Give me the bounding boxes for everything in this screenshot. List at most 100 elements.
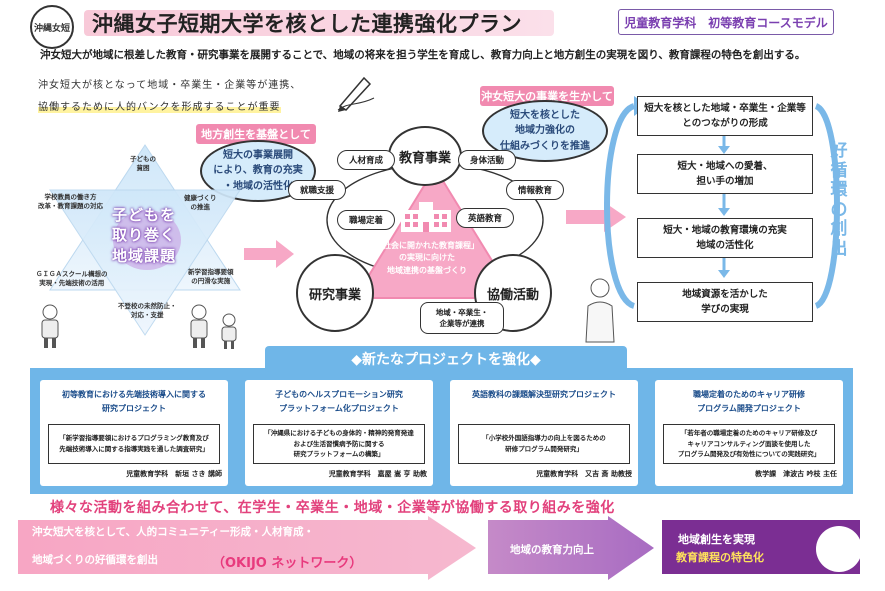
- project-card-box-line-3: 研究プラットフォームの構築」: [293, 450, 385, 459]
- flow-box-2-line-2: 担い手の増加: [696, 176, 754, 187]
- flow-box-1-line-1: 短大を核とした地域・卒業生・企業等: [644, 102, 806, 114]
- right-callout-bubble: 短大を核とした 地域力強化の 仕組みづくりを推進: [482, 100, 608, 162]
- flow-box-1-line-2: とのつながりの形成: [682, 118, 768, 129]
- star-center-text: 子どもを 取り巻く 地域課題: [112, 205, 176, 266]
- project-card-title: 初等教育における先端技術導入に関する 研究プロジェクト: [40, 388, 228, 415]
- circle-research: 研究事業: [296, 254, 374, 332]
- star-label-upper-right: 健康づくり の推進: [184, 194, 217, 212]
- flow-box-2-line-1: 短大・地域への愛着、: [677, 160, 773, 172]
- star-center-line-3: 地域課題: [112, 246, 177, 265]
- intro-text: 沖女短大が地域に根差した教育・研究事業を展開することで、地域の将来を担う学生を育…: [40, 49, 806, 61]
- star-center-line-2: 取り巻く: [112, 226, 177, 245]
- project-card-author: 教学課 津波古 吟枝 主任: [755, 470, 837, 478]
- handwriting-line-1: 沖女短大が核となって地域・卒業生・企業等が連携、: [38, 80, 302, 91]
- project-card-title-line-1: 初等教育における先端技術導入に関する: [62, 390, 206, 399]
- star-label-lower-right: 新学習指導要領 の円滑な実施: [188, 268, 234, 286]
- project-card-author: 児童教育学科 又吉 斎 助教授: [536, 470, 632, 478]
- flow-box-3-line-1: 短大・地域の教育環境の充実: [663, 224, 787, 236]
- child-figure-icon: [221, 313, 237, 349]
- project-card-box-line-2: 先端技術導入に関する指導実践を通した調査研究」: [59, 445, 209, 453]
- page-title: 沖縄女子短期大学を核とした連携強化プラン: [92, 12, 522, 36]
- project-card-box-line-2: 研修プログラム開発研究」: [505, 445, 583, 453]
- flow-box-4-line-1: 地域資源を活かした: [682, 288, 768, 300]
- star-label-lower-left: ＧＩＧＡスクール構想の 実現・先端技術の活用: [36, 270, 108, 288]
- project-card-box: 「沖縄県における子どもの身体的・精神的発育発達 および生活習慣病予防に関する 研…: [253, 424, 425, 464]
- left-callout-line-2: により、教育の充実: [213, 165, 303, 177]
- project-card-title-line-1: 英語教科の課題解決型研究プロジェクト: [472, 390, 616, 399]
- star-label-top: 子どもの 貧困: [130, 155, 156, 173]
- collab-caption-line-1: 地域・卒業生・: [435, 307, 489, 317]
- project-card-title-line-1: 子どものヘルスプロモーション研究: [275, 390, 403, 399]
- arrow-icon: [244, 240, 294, 268]
- child-figure-icon: [190, 304, 208, 348]
- dept-tag: 児童教育学科 初等教育コースモデル: [618, 9, 834, 35]
- arrow-icon: [566, 202, 626, 232]
- project-card-title-line-2: 研究プロジェクト: [102, 403, 166, 413]
- pill-teichaku: 職場定着: [337, 210, 395, 230]
- star-center-line-1: 子どもを: [112, 206, 177, 224]
- goal-line-1: 地域創生を実現: [678, 533, 755, 546]
- flow-box-4-line-2: 学びの実現: [701, 304, 749, 315]
- collab-caption-line-2: 企業等が連携: [439, 319, 485, 328]
- project-card-box-line-1: 「若年者の職場定着のためのキャリア研修及び: [680, 428, 818, 437]
- project-card-title-line-2: プラットフォーム化プロジェクト: [279, 403, 399, 413]
- project-card-title: 職場定着のためのキャリア研修 プログラム開発プロジェクト: [655, 388, 843, 415]
- project-card-box-line-2: キャリアコンサルティング面談を使用した: [687, 439, 811, 448]
- arrow1-line-2: 地域づくりの好循環を創出: [32, 554, 158, 566]
- person-figure-icon: [585, 278, 615, 343]
- left-callout-line-1: 短大の事業展開: [223, 149, 293, 161]
- arrow2-text: 地域の教育力向上: [510, 544, 594, 556]
- project-card-box-line-3: プログラム開発及び有効性についての実践研究」: [677, 450, 821, 459]
- hexagram-diagram: [49, 144, 241, 336]
- right-callout-head: 沖女短大の事業を生かして: [480, 86, 614, 106]
- left-callout-head: 地方創生を基盤として: [196, 124, 316, 144]
- project-card-2: 子どものヘルスプロモーション研究 プラットフォーム化プロジェクト 「沖縄県におけ…: [245, 380, 433, 486]
- handwriting-line-2: 協働するために人的バンクを形成することが重要: [38, 98, 281, 113]
- bottom-arrows: [18, 516, 860, 580]
- project-card-box: 「若年者の職場定着のためのキャリア研修及び キャリアコンサルティング面談を使用し…: [663, 424, 835, 464]
- title-band: [84, 10, 554, 36]
- logo-text: 沖縄女短: [33, 23, 70, 34]
- pill-shushoku: 就職支援: [288, 180, 346, 200]
- flow-box-3: 短大・地域の教育環境の充実 地域の活性化: [637, 218, 813, 258]
- pill-joho: 情報教育: [506, 180, 564, 200]
- project-card-1: 初等教育における先端技術導入に関する 研究プロジェクト 「新学習指導要領における…: [40, 380, 228, 486]
- loop-label: 好循環の創出: [830, 141, 848, 259]
- project-card-box-line-1: 「沖縄県における子どもの身体的・精神的発育発達: [264, 428, 414, 437]
- right-callout-line-3: 仕組みづくりを推進: [500, 140, 590, 152]
- project-card-title-line-2: プログラム開発プロジェクト: [697, 403, 801, 413]
- project-card-4: 職場定着のためのキャリア研修 プログラム開発プロジェクト 「若年者の職場定着のた…: [655, 380, 843, 486]
- flow-box-1: 短大を核とした地域・卒業生・企業等 とのつながりの形成: [637, 96, 813, 136]
- star-label-bottom: 不登校の未然防止・ 対応・支援: [118, 302, 177, 320]
- project-card-box-line-2: および生活習慣病予防に関する: [293, 439, 385, 448]
- collab-caption: 地域・卒業生・ 企業等が連携: [420, 302, 504, 334]
- project-card-box-line-1: 「小学校外国語指導力の向上を図るための: [482, 434, 606, 443]
- okijo-network: （OKIJO ネットワーク）: [212, 556, 363, 571]
- circle-collab: 協働活動: [474, 254, 552, 332]
- triangle-caption-line-3: 地域連携の基盤づくり: [387, 265, 467, 275]
- projects-head: ◆新たなプロジェクトを強化◆: [265, 346, 627, 372]
- project-card-title-line-1: 職場定着のためのキャリア研修: [693, 390, 805, 399]
- pill-shintai: 身体活動: [458, 150, 516, 170]
- summary-text: 様々な活動を組み合わせて、在学生・卒業生・地域・企業等が協働する取り組みを強化: [50, 500, 615, 516]
- right-callout-line-1: 短大を核とした: [510, 109, 580, 121]
- pill-eigo: 英語教育: [456, 208, 514, 228]
- project-card-box-line-1: 「新学習指導要領におけるプログラミング教育及び: [59, 434, 209, 443]
- project-card-title: 子どものヘルスプロモーション研究 プラットフォーム化プロジェクト: [245, 388, 433, 415]
- pill-jinzai: 人材育成: [337, 150, 395, 170]
- triangle-caption-line-1: 「社会に開かれた教育課程」: [375, 241, 479, 250]
- school-building-icon: [401, 202, 451, 232]
- project-card-3: 英語教科の課題解決型研究プロジェクト 「小学校外国語指導力の向上を図るための 研…: [450, 380, 638, 486]
- project-card-box: 「小学校外国語指導力の向上を図るための 研修プログラム開発研究」: [458, 424, 630, 464]
- pen-icon: [337, 76, 375, 112]
- child-figure-icon: [41, 304, 59, 348]
- goal-line-2: 教育課程の特色化: [676, 551, 764, 564]
- right-callout-line-2: 地域力強化の: [515, 125, 575, 137]
- circle-education: 教育事業: [388, 126, 462, 186]
- arrow1-line-1: 沖女短大を核として、人的コミュニティー形成・人材育成・: [32, 526, 315, 538]
- left-callout-line-3: ・地域の活性化: [223, 180, 293, 192]
- project-card-box: 「新学習指導要領におけるプログラミング教育及び 先端技術導入に関する指導実践を通…: [48, 424, 220, 464]
- project-card-author: 児童教育学科 新垣 さき 講師: [126, 470, 222, 478]
- flow-box-4: 地域資源を活かした 学びの実現: [637, 282, 813, 322]
- flow-box-2: 短大・地域への愛着、 担い手の増加: [637, 154, 813, 194]
